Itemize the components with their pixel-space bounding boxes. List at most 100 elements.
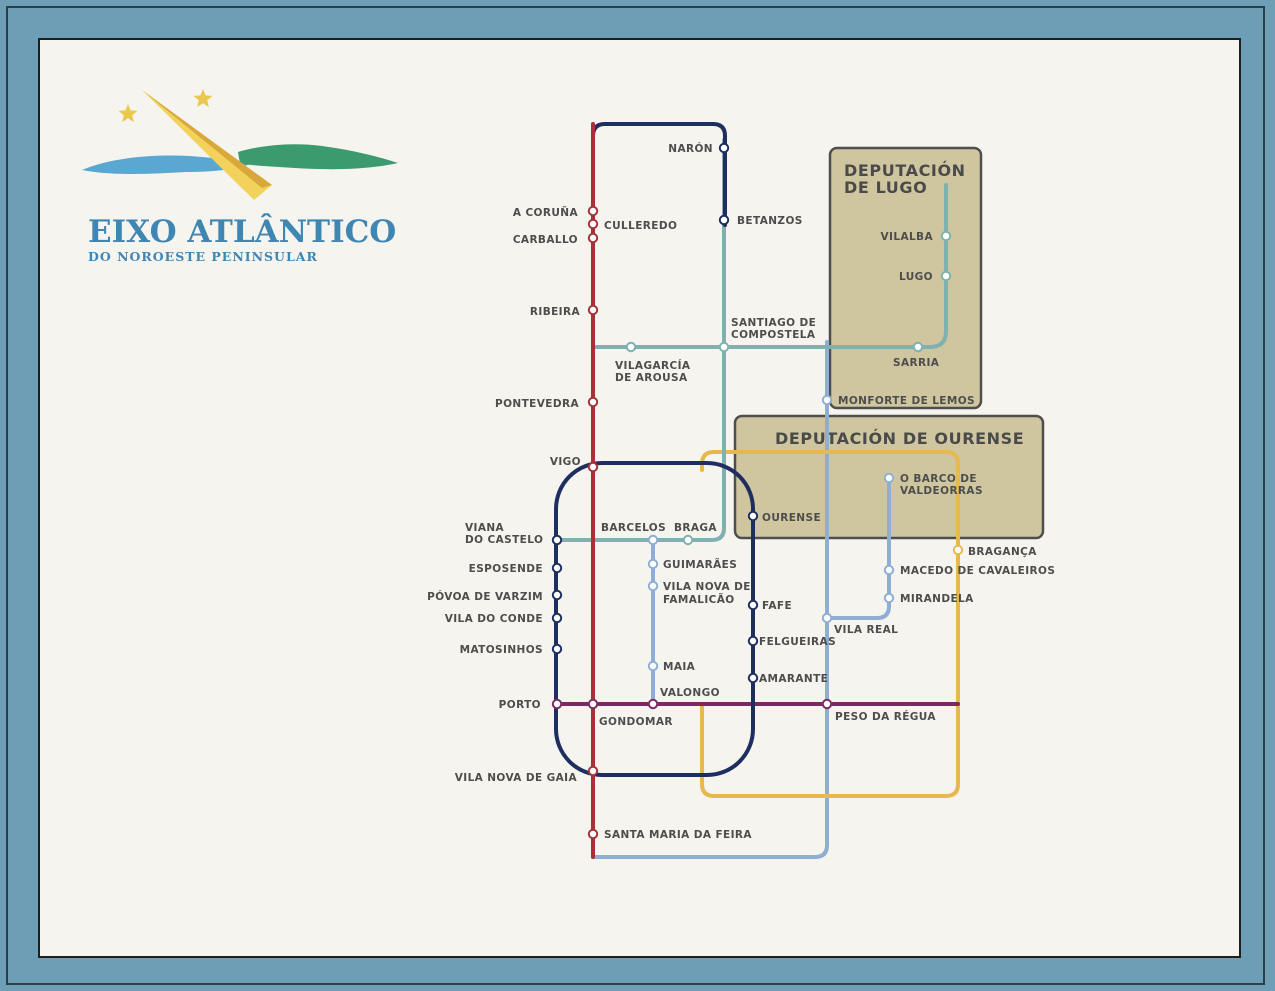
station-santa-maria-da-feira-dot[interactable] <box>587 828 599 840</box>
line-yellow <box>700 450 960 798</box>
label-famalicao-line1: VILA NOVA DE <box>663 581 751 593</box>
label-carballo: CARBALLO <box>513 234 578 246</box>
station-guimaraes-dot[interactable] <box>647 558 659 570</box>
label-valongo: VALONGO <box>660 687 720 699</box>
label-braganca: BRAGANÇA <box>968 546 1037 558</box>
station-barcelos-dot[interactable] <box>647 534 659 546</box>
star-icon <box>193 89 213 107</box>
station-lugo-dot[interactable] <box>940 270 952 282</box>
label-vigo: VIGO <box>550 456 581 468</box>
label-vila-do-conde: VILA DO CONDE <box>445 613 543 625</box>
label-vilalba: VILALBA <box>881 231 934 243</box>
region-lugo-title-line2: DE LUGO <box>844 178 927 197</box>
station-macedo-dot[interactable] <box>883 564 895 576</box>
station-felgueiras-dot[interactable] <box>747 635 759 647</box>
station-dots <box>551 142 964 840</box>
label-monforte: MONFORTE DE LEMOS <box>838 395 975 407</box>
station-vilagarcia-dot[interactable] <box>625 341 637 353</box>
label-maia: MAIA <box>663 661 696 673</box>
label-vila-real: VILA REAL <box>834 624 898 636</box>
station-famalicao-dot[interactable] <box>647 580 659 592</box>
label-gondomar: GONDOMAR <box>599 716 673 728</box>
label-a-coruna: A CORUÑA <box>513 206 579 219</box>
label-guimaraes: GUIMARÃES <box>663 558 737 571</box>
station-ourense-dot[interactable] <box>747 510 759 522</box>
label-vilagarcia-line1: VILAGARCÍA <box>615 359 691 372</box>
station-barco-dot[interactable] <box>883 472 895 484</box>
label-viana-line2: DO CASTELO <box>465 534 543 546</box>
label-vila-nova-de-gaia: VILA NOVA DE GAIA <box>455 772 578 784</box>
station-vigo-dot[interactable] <box>587 461 599 473</box>
logo: EIXO ATLÂNTICO DO NOROESTE PENINSULAR <box>82 89 398 264</box>
station-povoa-dot[interactable] <box>551 589 563 601</box>
station-viana-dot[interactable] <box>551 534 563 546</box>
logo-beam <box>142 90 272 200</box>
label-ourense: OURENSE <box>762 512 821 524</box>
station-labels: NARÓN A CORUÑA CULLEREDO CARBALLO BETANZ… <box>427 142 1055 841</box>
star-icon <box>118 104 138 122</box>
logo-beam-shade <box>142 90 272 188</box>
label-esposende: ESPOSENDE <box>469 563 543 575</box>
station-culleredo-dot[interactable] <box>587 218 599 230</box>
label-lugo: LUGO <box>899 271 933 283</box>
station-gondomar-dot[interactable] <box>587 698 599 710</box>
label-betanzos: BETANZOS <box>737 215 803 227</box>
label-porto: PORTO <box>499 699 541 711</box>
station-betanzos-dot[interactable] <box>718 214 730 226</box>
label-mirandela: MIRANDELA <box>900 593 974 605</box>
label-culleredo: CULLEREDO <box>604 220 677 232</box>
station-vilalba-dot[interactable] <box>940 230 952 242</box>
label-barcelos: BARCELOS <box>601 522 666 534</box>
station-carballo-dot[interactable] <box>587 232 599 244</box>
line-navy-north <box>591 122 727 227</box>
station-esposende-dot[interactable] <box>551 562 563 574</box>
label-ribeira: RIBEIRA <box>530 306 581 318</box>
station-amarante-dot[interactable] <box>747 672 759 684</box>
line-lightblue-branch <box>825 475 891 620</box>
station-fafe-dot[interactable] <box>747 599 759 611</box>
station-vila-nova-de-gaia-dot[interactable] <box>587 765 599 777</box>
label-santiago-line2: COMPOSTELA <box>731 329 816 341</box>
label-santa-maria-da-feira: SANTA MARIA DA FEIRA <box>604 829 752 841</box>
station-santiago-dot[interactable] <box>718 341 730 353</box>
line-teal-braga <box>555 138 726 542</box>
station-monforte-dot[interactable] <box>821 394 833 406</box>
line-teal-lugo <box>591 183 948 349</box>
station-vila-real-dot[interactable] <box>821 612 833 624</box>
station-porto-dot[interactable] <box>551 698 563 710</box>
station-vila-do-conde-dot[interactable] <box>551 612 563 624</box>
logo-land-blue <box>82 155 250 174</box>
station-ribeira-dot[interactable] <box>587 304 599 316</box>
label-braga: BRAGA <box>674 522 717 534</box>
station-sarria-dot[interactable] <box>912 341 924 353</box>
station-naron-dot[interactable] <box>718 142 730 154</box>
label-macedo: MACEDO DE CAVALEIROS <box>900 565 1055 577</box>
station-maia-dot[interactable] <box>647 660 659 672</box>
station-pontevedra-dot[interactable] <box>587 396 599 408</box>
station-mirandela-dot[interactable] <box>883 592 895 604</box>
label-santiago-line1: SANTIAGO DE <box>731 317 816 329</box>
region-lugo-title-line1: DEPUTACIÓN <box>844 161 966 180</box>
station-peso-da-regua-dot[interactable] <box>821 698 833 710</box>
logo-subtitle: DO NOROESTE PENINSULAR <box>88 249 318 264</box>
label-fafe: FAFE <box>762 600 792 612</box>
label-barco-line2: VALDEORRAS <box>900 485 983 497</box>
station-valongo-dot[interactable] <box>647 698 659 710</box>
label-matosinhos: MATOSINHOS <box>460 644 543 656</box>
station-a-coruna-dot[interactable] <box>587 205 599 217</box>
label-barco-line1: O BARCO DE <box>900 473 977 485</box>
logo-title: EIXO ATLÂNTICO <box>88 212 396 250</box>
station-braga-dot[interactable] <box>682 534 694 546</box>
label-vilagarcia-line2: DE AROUSA <box>615 372 688 384</box>
label-povoa: PÓVOA DE VARZIM <box>427 590 543 603</box>
label-peso-da-regua: PESO DA RÉGUA <box>835 710 936 723</box>
label-amarante: AMARANTE <box>759 673 828 685</box>
station-braganca-dot[interactable] <box>952 544 964 556</box>
line-lightblue-main <box>591 340 829 859</box>
station-matosinhos-dot[interactable] <box>551 643 563 655</box>
label-naron: NARÓN <box>668 142 713 155</box>
label-sarria: SARRIA <box>893 357 940 369</box>
label-viana-line1: VIANA <box>465 522 505 534</box>
region-ourense-title: DEPUTACIÓN DE OURENSE <box>775 429 1024 448</box>
